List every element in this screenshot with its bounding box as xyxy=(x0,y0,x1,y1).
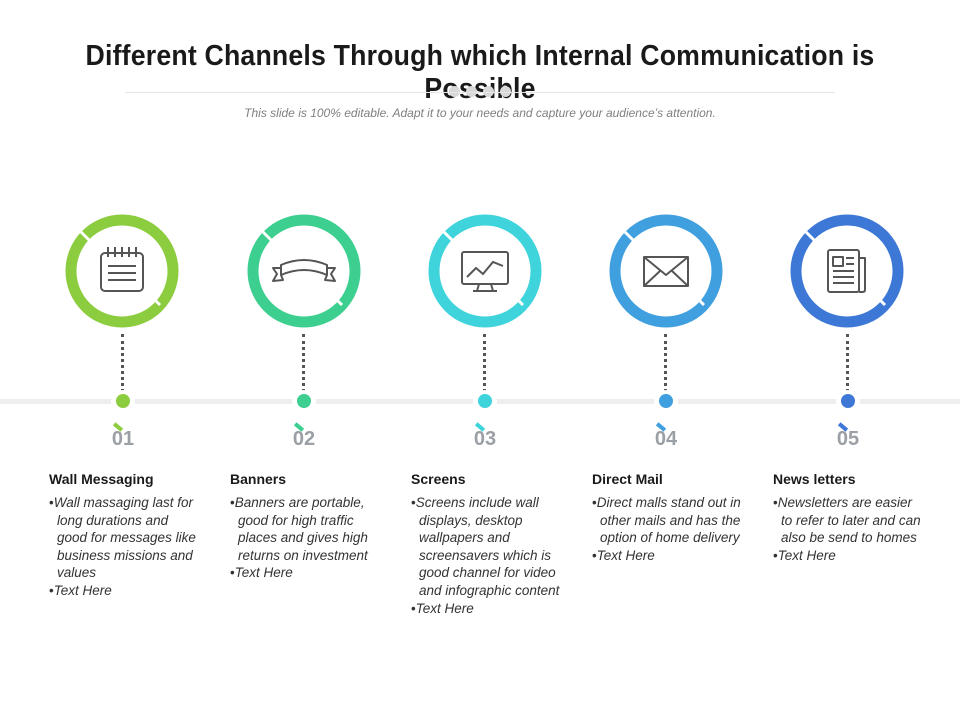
channel-ring xyxy=(247,214,361,328)
bullet-item: Banners are portable, good for high traf… xyxy=(230,494,380,564)
monitor-chart-icon xyxy=(461,251,509,292)
timeline-node xyxy=(841,394,855,408)
channel-bullets: Banners are portable, good for high traf… xyxy=(230,494,380,582)
slide-title: Different Channels Through which Interna… xyxy=(85,40,875,105)
channel-heading: Screens xyxy=(411,471,466,487)
connector-line xyxy=(664,334,667,392)
channel-number: 03 xyxy=(473,428,497,450)
channel-bullets: Screens include wall displays, desktop w… xyxy=(411,494,561,617)
channel-ring xyxy=(428,214,542,328)
channel-number: 01 xyxy=(111,428,135,450)
channel-ring xyxy=(609,214,723,328)
channel-ring xyxy=(790,214,904,328)
title-divider-line xyxy=(125,92,835,93)
bullet-item: Text Here xyxy=(773,547,923,565)
channel-ring xyxy=(65,214,179,328)
envelope-icon xyxy=(643,256,689,287)
channel-heading: Banners xyxy=(230,471,287,487)
timeline-node xyxy=(297,394,311,408)
slide-subtitle: This slide is 100% editable. Adapt it to… xyxy=(244,106,716,120)
timeline-node xyxy=(116,394,130,408)
ribbon-banner-icon xyxy=(272,259,336,282)
timeline-node xyxy=(659,394,673,408)
channel-number: 05 xyxy=(836,428,860,450)
bullet-item: Text Here xyxy=(411,600,561,618)
channel-bullets: Wall massaging last for long durations a… xyxy=(49,494,199,600)
bullet-item: Screens include wall displays, desktop w… xyxy=(411,494,561,600)
channel-heading: Wall Messaging xyxy=(49,471,154,487)
bullet-item: Newsletters are easier to refer to later… xyxy=(773,494,923,547)
channel-heading: News letters xyxy=(773,471,856,487)
bullet-item: Text Here xyxy=(49,582,199,600)
title-divider-dots xyxy=(449,86,511,97)
channel-number: 04 xyxy=(654,428,678,450)
bullet-item: Wall massaging last for long durations a… xyxy=(49,494,199,582)
connector-line xyxy=(846,334,849,392)
timeline-node xyxy=(478,394,492,408)
bullet-item: Direct malls stand out in other mails an… xyxy=(592,494,742,547)
channel-heading: Direct Mail xyxy=(592,471,663,487)
channel-number: 02 xyxy=(292,428,316,450)
connector-line xyxy=(302,334,305,392)
connector-line xyxy=(121,334,124,392)
bullet-item: Text Here xyxy=(592,547,742,565)
bullet-item: Text Here xyxy=(230,564,380,582)
connector-line xyxy=(483,334,486,392)
channel-bullets: Direct malls stand out in other mails an… xyxy=(592,494,742,564)
channel-bullets: Newsletters are easier to refer to later… xyxy=(773,494,923,564)
notepad-icon xyxy=(100,247,144,292)
newspaper-icon xyxy=(827,249,866,293)
